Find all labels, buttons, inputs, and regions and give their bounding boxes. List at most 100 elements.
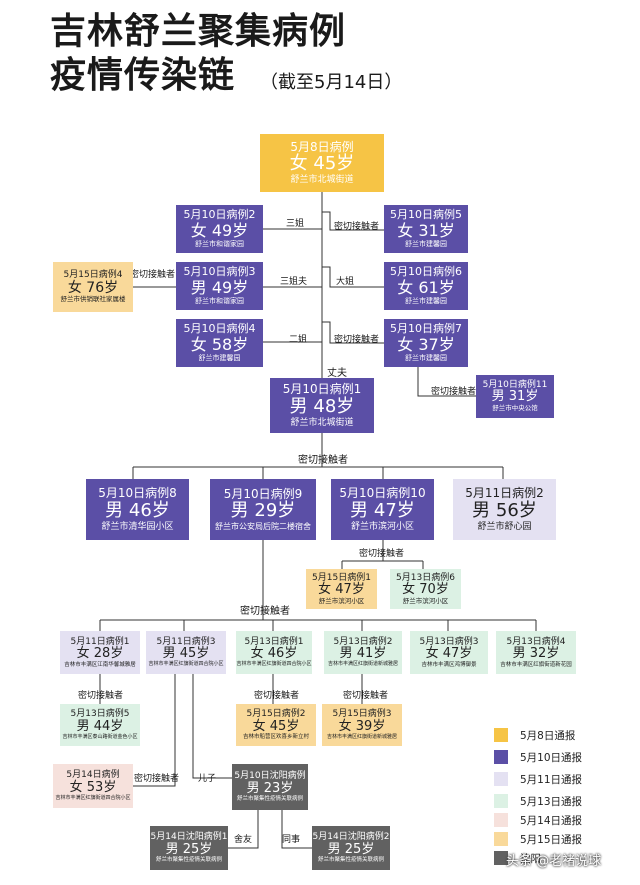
legend-swatch [494,728,508,742]
case-label: 5月10日病例1 [282,382,362,397]
case-node-513-3: 5月13日病例3 女 47岁 吉林市丰满区鸿博御景 [410,631,488,674]
watermark: 头条 @老褚说球 [506,854,602,869]
relation-dajie: 大姐 [336,277,355,287]
case-location: 舒兰市建馨园 [198,354,241,363]
case-person: 女 47岁 [318,581,365,597]
case-location: 舒兰市滨河小区 [350,521,414,532]
case-node-shenyang-2: 5月14日沈阳病例1 男 25岁 舒兰市聚集性疫情关联病例 [150,826,228,870]
relation-close-contact-513-1: 密切接触者 [254,691,300,701]
case-location: 吉林市丰满区红旗街道新城雅居 [326,733,397,740]
case-location: 舒兰市和谐家园 [195,297,244,306]
case-label: 5月14日沈阳病例2 [312,832,390,843]
case-node-513-5: 5月13日病例5 男 44岁 吉林市丰满区泰山路街道金色小区 [60,704,140,746]
case-person: 女 76岁 [67,280,119,297]
case-node-510-8: 5月10日病例8 男 46岁 舒兰市清华园小区 [86,479,189,540]
case-person: 女 58岁 [190,335,249,355]
relation-close-contact-l1: 密切接触者 [298,455,348,466]
case-person: 男 44岁 [76,718,124,734]
case-person: 男 29岁 [230,500,296,522]
case-location: 舒兰市公安局后院二楼宿舍 [215,522,311,532]
legend-label: 5月8日通报 [520,729,576,742]
case-node-shenyang-3: 5月14日沈阳病例2 男 25岁 舒兰市聚集性疫情关联病例 [312,826,390,870]
legend-item-may15: 5月15日通报 [494,832,582,846]
case-location: 吉林市丰满区红旗街道四合院小区 [55,794,131,801]
relation-sanjie: 三姐 [286,219,305,229]
case-label: 5月10日病例9 [223,486,303,501]
case-person: 女 28岁 [76,646,124,662]
title-line-2: 疫情传染链 [50,55,236,96]
case-label: 5月11日病例2 [465,486,544,501]
case-label: 5月10日病例3 [183,265,256,279]
case-node-510-4: 5月10日病例4 女 58岁 舒兰市建馨园 [176,319,263,367]
legend-swatch [494,832,508,846]
case-person: 男 31岁 [491,389,539,405]
case-label: 5月15日病例1 [312,572,371,583]
case-label: 5月10日病例7 [390,322,462,336]
case-label: 5月13日病例4 [506,636,566,647]
case-label: 5月10日沈阳病例 [234,771,306,782]
case-location: 吉林市丰满区红旗街道四合院小区 [148,661,224,668]
case-node-510-2: 5月10日病例2 女 49岁 舒兰市和谐家园 [176,205,263,253]
case-label: 5月11日病例3 [156,636,216,647]
relation-close-contact-l10: 密切接触者 [359,549,405,559]
legend-label: 5月11日通报 [520,773,583,786]
case-person: 男 45岁 [162,646,210,662]
legend-label: 5月13日通报 [520,795,583,808]
case-location: 舒兰市清华园小区 [101,521,174,532]
case-location: 舒兰市建馨园 [405,240,447,249]
case-person: 女 45岁 [252,718,300,734]
legend-swatch [494,750,508,764]
case-person: 女 37岁 [397,335,455,355]
relation-close-contact-511-1: 密切接触者 [78,691,124,701]
case-person: 男 41岁 [339,646,387,662]
case-location: 舒兰市北城街道 [290,175,354,186]
case-location: 吉林市丰满区红旗街道新花园 [500,661,572,668]
relation-close-contact-515-4: 密切接触者 [130,270,176,280]
case-location: 吉林市丰满区泰山路街道金色小区 [62,733,138,740]
case-person: 男 25岁 [165,841,213,857]
relation-close-contact-514: 密切接触者 [134,774,180,784]
case-person: 男 48岁 [289,395,355,417]
case-label: 5月13日病例5 [70,709,130,720]
case-person: 女 53岁 [69,779,117,795]
case-location: 吉林市船营区欢喜乡新立村 [242,734,309,741]
legend-label: 5月15日通报 [520,833,583,846]
case-label: 5月13日病例6 [396,572,455,583]
case-node-515-1: 5月15日病例1 女 47岁 舒兰市滨河小区 [306,569,377,609]
case-person: 女 45岁 [289,153,355,175]
case-node-index: 5月8日病例 女 45岁 舒兰市北城街道 [260,134,384,192]
legend-label: 5月14日通报 [520,814,583,827]
case-label: 5月10日病例5 [390,208,462,222]
case-person: 女 47岁 [425,646,473,662]
case-location: 吉林市丰满区江南华馨城雅居 [64,661,136,668]
case-person: 女 61岁 [397,278,455,298]
relation-colleague: 同事 [282,835,301,845]
relation-close-contact-513-2: 密切接触者 [343,691,389,701]
case-label: 5月13日病例2 [333,636,393,647]
relation-roommate: 舍友 [234,835,253,845]
legend-label: 沈阳 [520,852,541,865]
case-node-511-2: 5月11日病例2 男 56岁 舒兰市舒心园 [453,479,556,540]
case-location: 舒兰市北城街道 [290,417,354,428]
case-label: 5月10日病例2 [183,208,256,222]
case-label: 5月10日病例10 [339,486,426,501]
case-label: 5月13日病例1 [244,636,304,647]
relation-sanjiefu: 三姐夫 [280,277,308,287]
case-node-510-10: 5月10日病例10 男 47岁 舒兰市滨河小区 [331,479,434,540]
case-node-510-5: 5月10日病例5 女 31岁 舒兰市建馨园 [384,205,468,253]
case-node-515-4: 5月15日病例4 女 76岁 舒兰市供销联社家属楼 [53,262,133,312]
case-person: 男 49岁 [190,278,249,298]
case-label: 5月10日病例11 [482,380,548,391]
relation-close-contact-l9: 密切接触者 [240,606,290,617]
case-label: 5月13日病例3 [419,636,479,647]
legend-item-may11: 5月11日通报 [494,772,582,786]
case-location: 舒兰市滨河小区 [318,596,365,605]
case-location: 吉林市丰满区红旗街道四合院小区 [236,661,312,668]
case-label: 5月10日病例4 [183,322,256,336]
case-node-513-2: 5月13日病例2 男 41岁 吉林市丰满区红旗街道新城雅居 [324,631,402,674]
case-node-514-1: 5月14日病例 女 53岁 吉林市丰满区红旗街道四合院小区 [53,764,133,808]
case-person: 男 46岁 [105,499,170,521]
legend-swatch [494,813,508,827]
case-node-510-11: 5月10日病例11 男 31岁 舒兰市中央公馆 [476,375,554,418]
